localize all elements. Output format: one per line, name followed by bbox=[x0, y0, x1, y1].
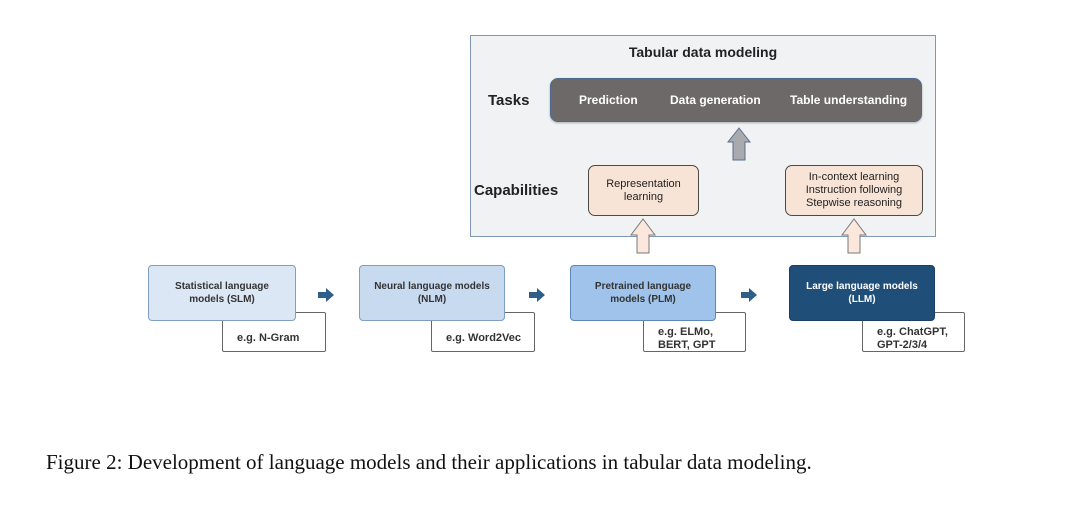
model-line: (NLM) bbox=[417, 294, 447, 305]
capability-line: learning bbox=[623, 190, 664, 203]
capability-llm-skills: In-context learning Instruction followin… bbox=[785, 165, 923, 216]
task-prediction: Prediction bbox=[579, 93, 638, 107]
up-arrow-icon bbox=[841, 218, 867, 254]
model-line: Pretrained language bbox=[594, 281, 692, 292]
capability-line: In-context learning bbox=[808, 171, 900, 183]
figure-caption: Figure 2: Development of language models… bbox=[46, 450, 812, 474]
model-box-plm: Pretrained language models (PLM) bbox=[570, 265, 716, 321]
capability-line: Stepwise reasoning bbox=[805, 197, 902, 209]
up-arrow-icon bbox=[630, 218, 656, 254]
task-data-generation: Data generation bbox=[670, 93, 761, 107]
right-arrow-icon bbox=[529, 288, 545, 302]
task-table-understanding: Table understanding bbox=[790, 93, 908, 107]
right-arrow-icon bbox=[318, 288, 334, 302]
model-line: models (PLM) bbox=[610, 294, 676, 305]
example-text: e.g. N-Gram bbox=[237, 331, 300, 344]
right-arrow-icon bbox=[741, 288, 757, 302]
model-box-slm: Statistical language models (SLM) bbox=[148, 265, 296, 321]
capability-representation-learning: Representation learning bbox=[588, 165, 699, 216]
model-line: Statistical language bbox=[175, 281, 269, 292]
tasks-bar bbox=[550, 78, 922, 122]
capability-line: Representation bbox=[606, 177, 681, 190]
model-line: (LLM) bbox=[848, 294, 876, 305]
capabilities-label: Capabilities bbox=[474, 182, 559, 199]
example-text: e.g. ChatGPT, bbox=[877, 326, 948, 338]
model-line: models (SLM) bbox=[189, 294, 255, 305]
example-text: e.g. ELMo, bbox=[658, 326, 713, 338]
model-line: Large language models bbox=[806, 281, 918, 292]
example-text: GPT-2/3/4 bbox=[877, 339, 928, 351]
example-text: e.g. Word2Vec bbox=[446, 331, 521, 344]
model-line: Neural language models bbox=[374, 281, 490, 292]
tasks-label: Tasks bbox=[488, 92, 530, 109]
panel-title: Tabular data modeling bbox=[628, 44, 778, 60]
up-arrow-icon bbox=[726, 127, 752, 161]
model-box-llm: Large language models (LLM) bbox=[789, 265, 935, 321]
example-text: BERT, GPT bbox=[658, 339, 716, 351]
model-box-nlm: Neural language models (NLM) bbox=[359, 265, 505, 321]
capability-line: Instruction following bbox=[805, 184, 903, 196]
